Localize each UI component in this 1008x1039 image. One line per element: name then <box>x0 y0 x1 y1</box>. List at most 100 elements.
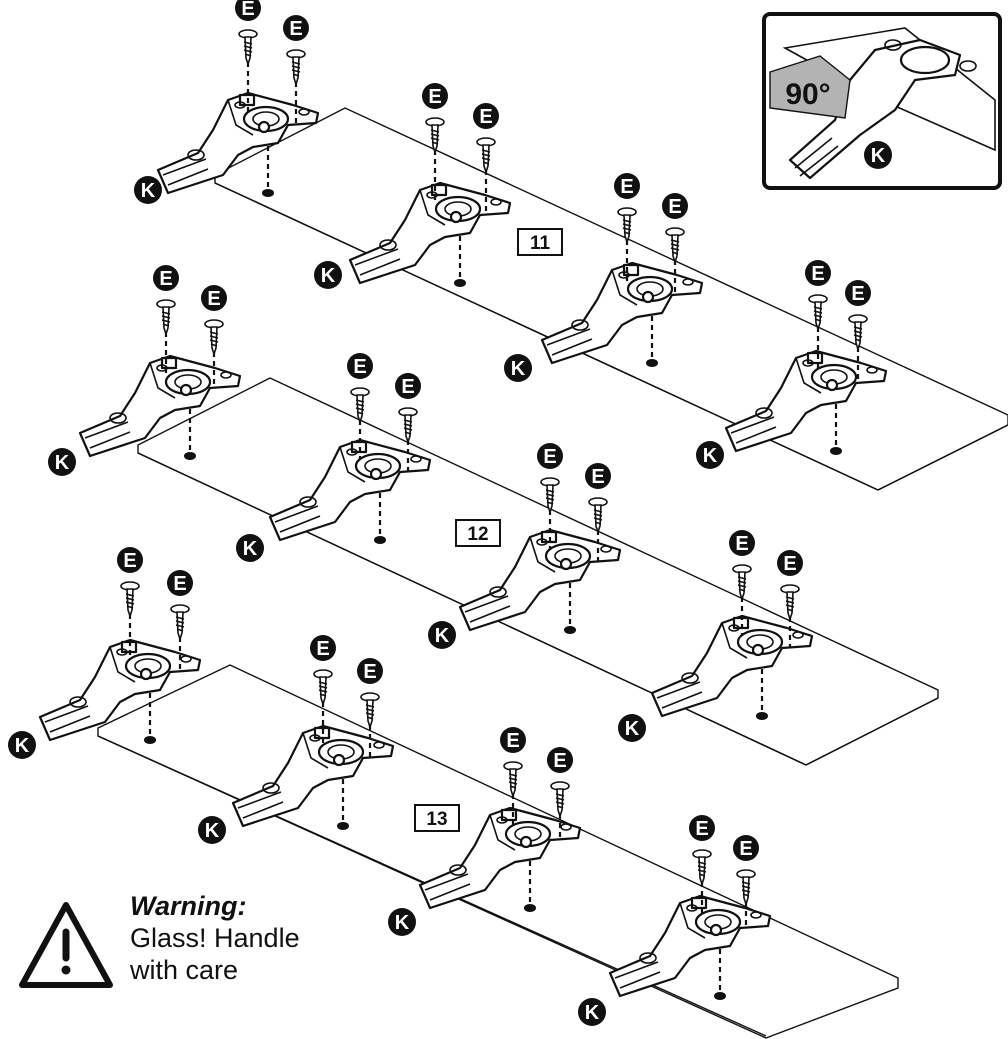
drill-hole <box>262 189 274 197</box>
part-e-badge: E <box>473 103 499 129</box>
part-k-badge: K <box>388 908 416 936</box>
svg-text:E: E <box>735 533 748 555</box>
svg-text:E: E <box>428 86 441 108</box>
drill-hole <box>454 279 466 287</box>
part-k-badge: K <box>578 998 606 1026</box>
part-k-badge: K <box>48 448 76 476</box>
part-e-badge: E <box>395 373 421 399</box>
hinge-assembly: E E K <box>314 83 512 289</box>
part-e-badge: E <box>547 747 573 773</box>
screw-e-icon <box>588 497 608 533</box>
svg-text:E: E <box>695 818 708 840</box>
hinge-assembly: EEK <box>8 547 202 759</box>
part-k-badge: K <box>8 731 36 759</box>
part-e-badge: E <box>201 285 227 311</box>
part-e-badge: E <box>422 83 448 109</box>
step-label-11: 11 <box>517 228 563 256</box>
drill-hole <box>714 992 726 1000</box>
svg-text:E: E <box>811 263 824 285</box>
part-e-badge: E <box>537 443 563 469</box>
part-e-badge: E <box>689 815 715 841</box>
svg-text:E: E <box>479 106 492 128</box>
hinge-assembly: E E K <box>428 443 622 649</box>
svg-text:K: K <box>435 625 450 647</box>
part-e-badge: E <box>729 530 755 556</box>
hinge-assembly: E E K <box>134 0 320 204</box>
svg-text:E: E <box>591 466 604 488</box>
svg-text:E: E <box>620 176 633 198</box>
inset-hinge-badge <box>864 141 892 169</box>
drill-hole <box>564 626 576 634</box>
svg-text:12: 12 <box>467 524 488 545</box>
screw-e-icon <box>665 227 685 263</box>
part-e-badge: E <box>235 0 261 21</box>
svg-text:K: K <box>55 452 70 474</box>
part-e-badge: E <box>614 173 640 199</box>
part-k-badge: K <box>696 441 724 469</box>
svg-text:K: K <box>395 912 410 934</box>
svg-text:E: E <box>289 18 302 40</box>
part-e-badge: E <box>585 463 611 489</box>
part-k-badge: K <box>314 261 342 289</box>
screw-e-icon <box>736 869 756 905</box>
part-e-badge: E <box>347 353 373 379</box>
part-e-badge: E <box>845 280 871 306</box>
svg-text:E: E <box>159 268 172 290</box>
part-k-badge: K <box>134 176 162 204</box>
svg-text:K: K <box>321 265 336 287</box>
drill-hole <box>646 359 658 367</box>
svg-text:K: K <box>141 180 156 202</box>
part-e-badge: E <box>283 15 309 41</box>
svg-text:E: E <box>543 446 556 468</box>
drill-hole <box>374 536 386 544</box>
svg-text:K: K <box>585 1002 600 1024</box>
hinge-assembly: E E K <box>48 265 242 476</box>
screw-e-icon <box>238 29 258 65</box>
part-k-badge: K <box>618 714 646 742</box>
screw-e-icon <box>503 761 523 797</box>
part-k-badge: K <box>236 534 264 562</box>
part-e-badge: E <box>805 260 831 286</box>
svg-text:K: K <box>15 735 30 757</box>
svg-text:E: E <box>401 376 414 398</box>
drill-hole <box>144 736 156 744</box>
part-k-badge: K <box>428 621 456 649</box>
part-e-badge: E <box>153 265 179 291</box>
angle-label: 90° <box>785 78 830 111</box>
svg-text:E: E <box>783 553 796 575</box>
svg-text:13: 13 <box>426 809 447 830</box>
part-e-badge: E <box>777 550 803 576</box>
drill-hole <box>756 712 768 720</box>
svg-text:K: K <box>511 358 526 380</box>
warning-line-2: with care <box>130 955 239 985</box>
drill-hole <box>524 904 536 912</box>
part-e-badge: E <box>167 570 193 596</box>
part-k-badge: K <box>198 816 226 844</box>
part-e-badge: E <box>662 193 688 219</box>
screw-e-icon <box>313 669 333 705</box>
svg-text:E: E <box>739 838 752 860</box>
screw-e-icon <box>550 781 570 817</box>
inset-90-degree-detail: 90° K <box>762 12 1002 190</box>
screw-e-icon <box>120 581 140 617</box>
hinge-assembly: E E K <box>236 353 432 562</box>
svg-text:E: E <box>851 283 864 305</box>
part-e-badge: E <box>310 635 336 661</box>
warning-line-1: Glass! Handle <box>130 923 300 953</box>
part-e-badge: E <box>357 658 383 684</box>
screw-e-icon <box>286 49 306 85</box>
warning-message: Warning: Glass! Handle with care <box>130 890 300 986</box>
svg-text:E: E <box>207 288 220 310</box>
drill-hole <box>830 447 842 455</box>
part-e-badge: E <box>733 835 759 861</box>
hinge-assembly: E E K <box>578 815 772 1026</box>
svg-text:E: E <box>241 0 254 20</box>
screw-e-icon <box>398 407 418 443</box>
svg-text:11: 11 <box>530 233 551 254</box>
svg-text:E: E <box>363 661 376 683</box>
screw-e-icon <box>732 564 752 600</box>
svg-text:K: K <box>205 820 220 842</box>
svg-text:K: K <box>871 145 886 167</box>
svg-text:E: E <box>353 356 366 378</box>
